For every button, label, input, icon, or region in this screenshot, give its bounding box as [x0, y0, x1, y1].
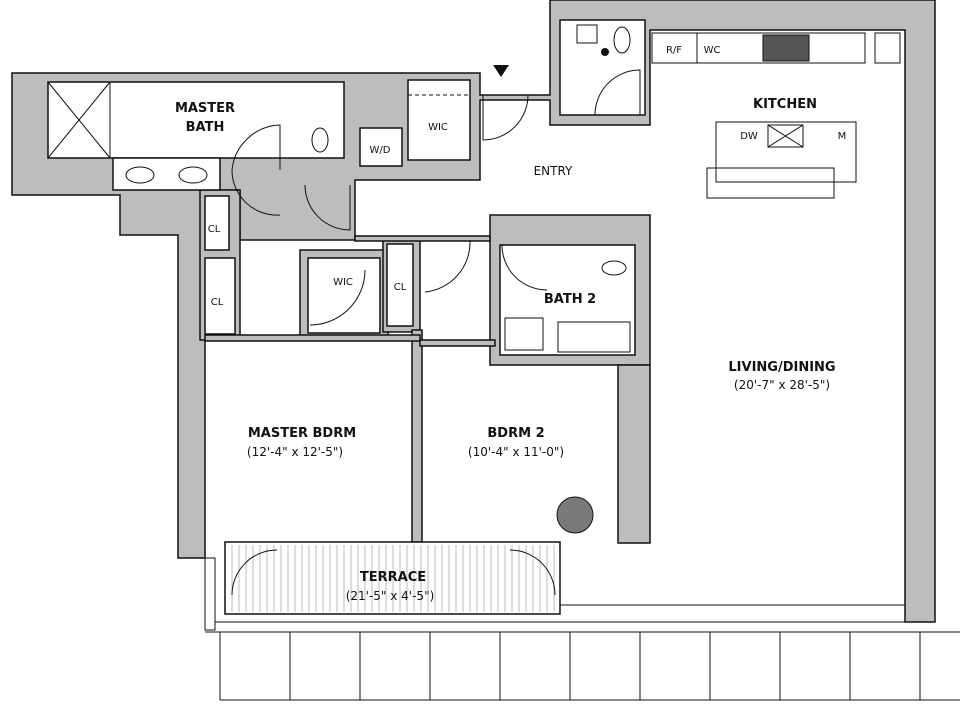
bdrm2-label: BDRM 2 — [487, 426, 544, 441]
kitchen-label: KITCHEN — [753, 97, 817, 112]
bdrm2-dims: (10'-4" x 11'-0") — [468, 445, 564, 459]
master-bdrm-dims: (12'-4" x 12'-5") — [247, 445, 343, 459]
room-labels: MASTER BATH W/D WIC WIC CL CL CL ENTRY K… — [175, 45, 846, 603]
master-bath-label: MASTER — [175, 101, 235, 116]
closet-label-1: CL — [208, 224, 221, 235]
living-dims: (20'-7" x 28'-5") — [734, 378, 830, 392]
wd-label: W/D — [370, 145, 391, 156]
dishwasher-label: DW — [740, 131, 758, 142]
terrace-dims: (21'-5" x 4'-5") — [346, 589, 435, 603]
rooms — [47, 19, 901, 534]
entry-arrow-icon — [493, 65, 509, 77]
master-bath-label-2: BATH — [186, 120, 225, 135]
living-label: LIVING/DINING — [728, 360, 835, 375]
entry-label: ENTRY — [534, 164, 573, 178]
wic-master-label: WIC — [333, 277, 353, 288]
master-bdrm-label: MASTER BDRM — [248, 426, 356, 441]
closet-label-3: CL — [394, 282, 407, 293]
column-icon — [556, 496, 594, 534]
wc-label: WC — [704, 45, 721, 56]
wic-entry-label: WIC — [428, 122, 448, 133]
closet-label-2: CL — [211, 297, 224, 308]
drain-icon — [601, 48, 609, 56]
cooktop-icon — [762, 34, 810, 62]
microwave-label: M — [838, 131, 847, 142]
terrace-label: TERRACE — [360, 570, 426, 585]
bath2-label: BATH 2 — [544, 292, 596, 307]
terrace — [204, 541, 960, 701]
rf-label: R/F — [666, 45, 682, 56]
